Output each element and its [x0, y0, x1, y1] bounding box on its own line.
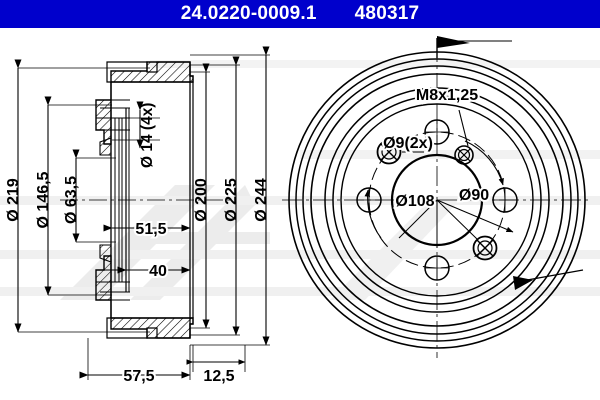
header-bar: 24.0220-0009.1 480317: [0, 0, 600, 28]
dimension-h40: 40: [117, 261, 191, 282]
dimension-d244: Ø 244: [190, 46, 270, 346]
drum-section-profile: [60, 61, 230, 339]
dimension-label: Ø 225: [223, 178, 240, 222]
dimension-label: Ø 146,5: [35, 171, 52, 228]
dimension-h515: 51,5: [103, 219, 191, 240]
dimension-d14: Ø 14 (4x): [112, 101, 160, 168]
threaded-hole-m8: [454, 145, 474, 165]
section-view: Ø 219 Ø 146,5 Ø 63,5 Ø 14 (4x: [5, 46, 270, 387]
callout-d108: Ø108: [395, 193, 434, 210]
dimension-label: Ø 14 (4x): [139, 103, 156, 168]
dimension-d219: Ø 219: [5, 59, 150, 333]
callout-d90: Ø90: [459, 187, 489, 204]
dimension-label: 51,5: [135, 221, 166, 238]
bottom-right-leader-arrow: [513, 269, 584, 290]
dimension-label: 57,5: [123, 368, 154, 385]
dimension-d635: Ø 63,5: [63, 149, 116, 243]
dimension-d1465: Ø 146,5: [35, 96, 112, 296]
bolt-hole: [424, 255, 450, 281]
hole-d9: [472, 235, 498, 261]
callout-d9: Ø9(2x): [383, 135, 433, 152]
top-leader-arrow: [436, 36, 512, 58]
arc-leaders: [364, 140, 504, 239]
callout-m8: M8x1,25: [416, 87, 478, 104]
front-view: M8x1,25 Ø9(2x) Ø108 Ø90: [282, 36, 592, 358]
m8-leader-line: [458, 109, 469, 147]
dimension-d225: Ø 225: [190, 56, 240, 336]
bolt-hole: [492, 187, 518, 213]
dimension-label: Ø 244: [253, 178, 270, 222]
dimension-h125: 12,5: [186, 345, 246, 387]
hole-d9: [376, 139, 402, 165]
part-number: 24.0220-0009.1: [180, 3, 317, 24]
dimension-label: Ø 219: [5, 178, 22, 222]
reference-number: 480317: [354, 3, 420, 24]
dimension-label: 40: [149, 263, 167, 280]
dimension-h575: 57,5: [79, 338, 191, 387]
dimension-label: Ø 63,5: [63, 176, 80, 224]
bolt-hole: [424, 119, 450, 145]
dimension-d200: Ø 200: [190, 63, 210, 329]
radial-construction-lines: [398, 199, 514, 248]
dimension-label: 12,5: [203, 368, 234, 385]
dimension-label: Ø 200: [193, 178, 210, 222]
bolt-hole: [356, 187, 382, 213]
